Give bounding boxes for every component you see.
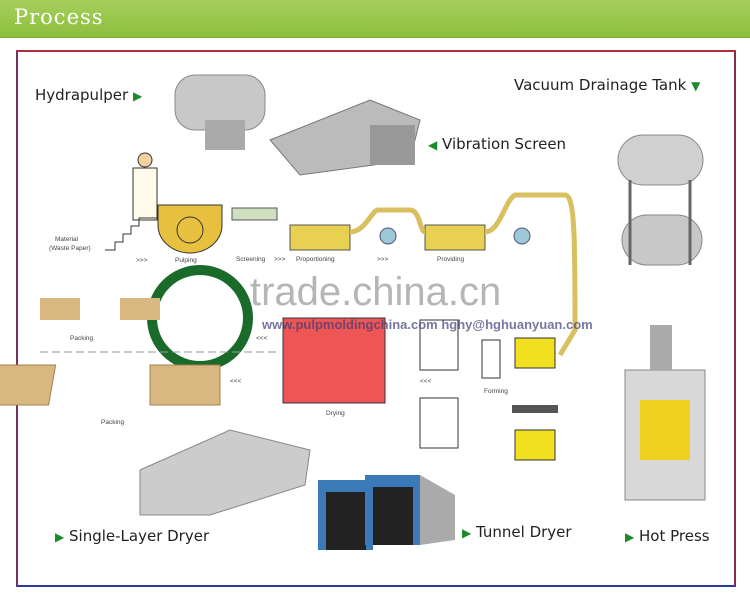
watermark-site: trade.china.cn [250,270,502,314]
step-material: Material [55,236,79,243]
step-proportioning: Proportioning [296,256,335,263]
egg-tray [0,364,57,406]
triangle-right-icon: ▶ [132,89,143,103]
hydrapulper-machine [174,74,266,150]
forming-mold [481,339,501,379]
label-vacuum-tank: Vacuum Drainage Tank ▼ [514,76,701,94]
section-header: Process [0,0,750,38]
section-title: Process [14,5,104,29]
label-tunnel-dryer: ▶ Tunnel Dryer [462,523,572,541]
triangle-right-icon: ▶ [55,530,65,544]
label-hot-press: ▶ Hot Press [625,527,710,545]
label-hydrapulper: Hydrapulper ▶ [35,86,143,104]
triangle-right-icon: ▶ [625,530,635,544]
step-providing: Providing [437,256,465,263]
screening-unit [231,207,278,221]
watermark-url: www.pulpmoldingchina.com hghy@hghuanyuan… [262,317,593,332]
single-layer-dryer-machine [139,429,311,516]
label-single-layer-dryer: ▶ Single-Layer Dryer [55,527,210,545]
triangle-down-icon: ▼ [691,79,701,93]
vibration-screen-machine [269,99,421,176]
drying-box [282,317,386,404]
providing-tank [424,224,486,251]
wine-tray [149,364,221,406]
stairs [105,217,160,251]
step-screening: Screening [236,256,266,263]
triangle-right-icon: ▶ [462,526,472,540]
worker-figure [132,152,158,221]
step-drying: Drying [326,410,345,417]
diagram-frame [16,50,736,587]
step-pulping: Pulping [175,257,197,264]
hot-press-machine [624,325,706,501]
step-forming: Forming [484,388,508,395]
triangle-left-icon: ◀ [428,138,438,152]
step-packing-1: Packing [70,335,94,342]
pulping-tank [157,204,223,254]
tunnel-dryer-machine [318,475,455,550]
vacuum-tank-machine [617,134,704,266]
step-packing-2: Packing [101,419,125,426]
proportioning-tank [289,224,351,251]
label-vibration-screen: ◀ Vibration Screen [428,135,567,153]
step-material-sub: (Waste Paper) [49,245,91,252]
